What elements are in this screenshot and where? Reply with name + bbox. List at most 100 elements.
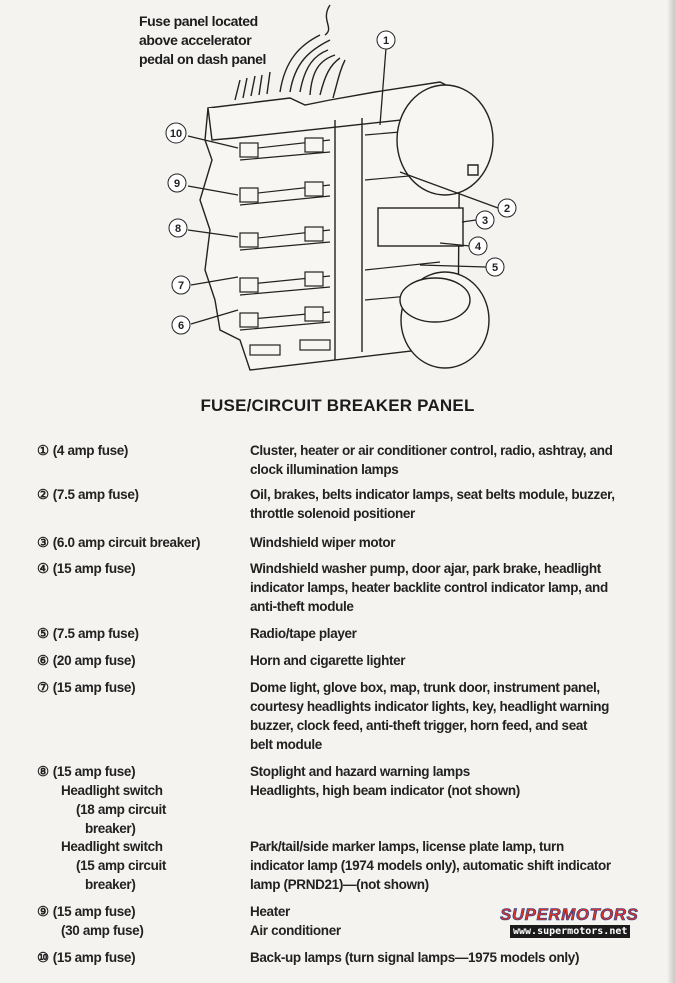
fuse-rating-line: breaker) (85, 875, 136, 894)
callout-2: 2 (497, 198, 517, 218)
callout-10: 10 (165, 122, 187, 144)
fuse-rating: ④(15 amp fuse) (37, 559, 136, 578)
callout-6: 6 (171, 315, 191, 335)
rating-text: (15 amp fuse) (52, 764, 136, 779)
fuse-rating: ⑦(15 amp fuse) (37, 678, 136, 697)
fuse-rating: ①(4 amp fuse) (37, 441, 128, 460)
callout-3: 3 (475, 210, 495, 230)
fuse-rating: ⑥(20 amp fuse) (37, 651, 136, 670)
fuse-rating-line: (15 amp circuit (76, 856, 166, 875)
svg-text:7: 7 (178, 280, 184, 292)
circled-number: ⑨ (37, 904, 49, 919)
flasher-top (396, 84, 494, 196)
diagram-caption: Fuse panel located above accelerator ped… (139, 12, 266, 69)
fuse-rating: ②(7.5 amp fuse) (37, 485, 139, 504)
circuit-description: throttle solenoid positioner (250, 506, 415, 521)
svg-text:5: 5 (492, 262, 498, 274)
svg-text:6: 6 (178, 320, 184, 332)
caption-line: above accelerator (139, 32, 252, 48)
circuit-description: Park/tail/side marker lamps, license pla… (250, 839, 564, 854)
circled-number: ⑥ (37, 653, 49, 668)
wire-harness (234, 4, 346, 101)
callout-7: 7 (171, 275, 191, 295)
fuse-panel-diagram: 1 2 3 4 5 6 7 8 9 10 (165, 4, 517, 371)
rating-text: (15 amp fuse) (52, 904, 136, 919)
circled-number: ④ (37, 561, 49, 576)
circuit-description: Oil, brakes, belts indicator lamps, seat… (250, 487, 615, 502)
rating-text: Headlight switch (61, 783, 163, 798)
page-edge-shadow (667, 0, 675, 983)
fuse-rating-line: (18 amp circuit (76, 800, 166, 819)
circuit-description: Heater (250, 904, 290, 919)
rating-text: (18 amp circuit (76, 802, 167, 817)
callout-4: 4 (468, 236, 488, 256)
flasher-bottom (399, 271, 490, 369)
circuit-description: Air conditioner (250, 923, 341, 938)
rating-text: breaker) (85, 821, 136, 836)
circled-number: ⑩ (37, 950, 49, 965)
svg-text:3: 3 (482, 215, 488, 227)
circuit-description: Dome light, glove box, map, trunk door, … (250, 680, 600, 695)
circled-number: ① (37, 443, 49, 458)
rating-text: (4 amp fuse) (52, 443, 129, 458)
circuit-description: indicator lamp (1974 models only), autom… (250, 858, 611, 873)
fuse-rating: ⑩(15 amp fuse) (37, 948, 136, 967)
circled-number: ⑧ (37, 764, 49, 779)
circled-number: ② (37, 487, 49, 502)
svg-text:10: 10 (170, 128, 182, 140)
circuit-description: belt module (250, 737, 322, 752)
circled-number: ⑦ (37, 680, 49, 695)
circuit-description: Stoplight and hazard warning lamps (250, 764, 470, 779)
circled-number: ⑤ (37, 626, 49, 641)
callout-leaders (187, 47, 499, 325)
fuse-rating: Headlight switch (61, 837, 163, 856)
callout-5: 5 (485, 257, 505, 277)
fuse-rating-line: (30 amp fuse) (61, 921, 144, 940)
circuit-description: clock illumination lamps (250, 462, 399, 477)
rating-text: (7.5 amp fuse) (52, 487, 139, 502)
svg-text:9: 9 (174, 178, 180, 190)
svg-text:1: 1 (383, 35, 389, 47)
rating-text: (6.0 amp circuit breaker) (52, 535, 201, 550)
watermark-logo: SUPERMOTORS (500, 905, 639, 924)
rating-text: (15 amp circuit (76, 858, 167, 873)
fuse-block (199, 81, 461, 371)
circuit-description: Horn and cigarette lighter (250, 653, 406, 668)
rating-text: Headlight switch (61, 839, 163, 854)
fuse-rating: ⑧(15 amp fuse) (37, 762, 136, 781)
circled-number: ③ (37, 535, 49, 550)
circuit-description: anti-theft module (250, 599, 354, 614)
svg-text:2: 2 (504, 203, 510, 215)
svg-text:8: 8 (175, 223, 181, 235)
circuit-description: lamp (PRND21)—(not shown) (250, 877, 429, 892)
circuit-description: Radio/tape player (250, 626, 357, 641)
rating-text: (15 amp fuse) (52, 561, 136, 576)
circuit-breaker (377, 207, 464, 247)
circuit-description: Windshield wiper motor (250, 535, 396, 550)
fuse-rating-line: breaker) (85, 819, 136, 838)
circuit-description: courtesy headlights indicator lights, ke… (250, 699, 610, 714)
rating-text: (7.5 amp fuse) (52, 626, 139, 641)
circuit-description: Cluster, heater or air conditioner contr… (250, 443, 613, 458)
rating-text: (30 amp fuse) (61, 923, 144, 938)
circuit-description: Windshield washer pump, door ajar, park … (250, 561, 601, 576)
rating-text: (15 amp fuse) (52, 950, 136, 965)
fuse-rating: ⑤(7.5 amp fuse) (37, 624, 139, 643)
watermark-url: www.supermotors.net (510, 925, 631, 938)
page-title: FUSE/CIRCUIT BREAKER PANEL (200, 396, 475, 415)
circuit-description: indicator lamps, heater backlite control… (250, 580, 608, 595)
watermark: SUPERMOTORS www.supermotors.net (500, 905, 665, 940)
svg-text:4: 4 (475, 241, 482, 253)
fuse-rating: ③(6.0 amp circuit breaker) (37, 533, 200, 552)
caption-line: Fuse panel located (139, 13, 258, 29)
caption-line: pedal on dash panel (139, 51, 266, 67)
callout-8: 8 (168, 218, 188, 238)
circuit-description: Headlights, high beam indicator (not sho… (250, 783, 520, 798)
circuit-description: buzzer, clock feed, anti-theft trigger, … (250, 718, 588, 733)
rating-text: (15 amp fuse) (52, 680, 136, 695)
rating-text: (20 amp fuse) (52, 653, 136, 668)
fuse-rating-line: Headlight switch (61, 781, 163, 800)
rating-text: breaker) (85, 877, 136, 892)
callout-9: 9 (167, 173, 187, 193)
fuse-rating: ⑨(15 amp fuse) (37, 902, 136, 921)
